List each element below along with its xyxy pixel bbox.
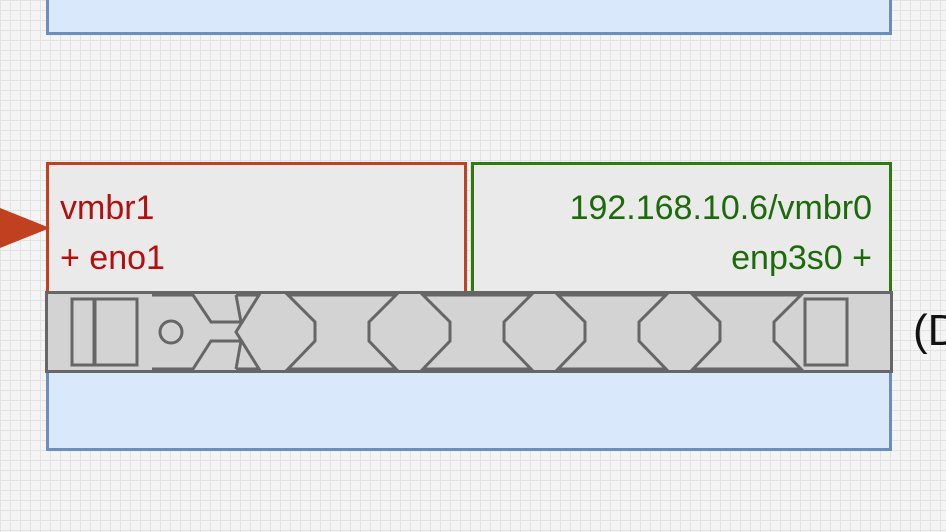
vent-a-bottom	[152, 339, 243, 371]
rack-drive-bay-right	[803, 297, 849, 367]
rack-handle-left	[70, 297, 96, 367]
rack-vent-icons	[152, 293, 805, 371]
network-port-left[interactable]: vmbr1 + eno1	[46, 162, 467, 298]
vent-b	[284, 293, 400, 371]
vent-a-right	[234, 293, 262, 371]
rack-chassis	[45, 291, 893, 373]
server-box-top	[46, 0, 892, 35]
interface-label-enp3s0: enp3s0 +	[731, 239, 872, 277]
rack-power-button-icon	[158, 319, 184, 345]
bridge-label-vmbr1: vmbr1	[60, 189, 155, 227]
arrowhead-shape	[0, 208, 50, 248]
rack-server-icon	[45, 291, 893, 373]
vent-e	[689, 293, 805, 371]
server-box-bottom	[46, 368, 892, 451]
bridge-label-vmbr0: 192.168.10.6/vmbr0	[569, 189, 872, 227]
network-port-right[interactable]: 192.168.10.6/vmbr0 enp3s0 +	[471, 162, 892, 298]
interface-label-eno1: + eno1	[60, 239, 165, 277]
side-label: (D	[913, 306, 946, 355]
connection-arrow-icon	[0, 208, 50, 248]
rack-drive-bay-left	[93, 297, 139, 367]
vent-a-top	[152, 293, 243, 324]
vent-d	[554, 293, 670, 371]
vent-c	[419, 293, 535, 371]
